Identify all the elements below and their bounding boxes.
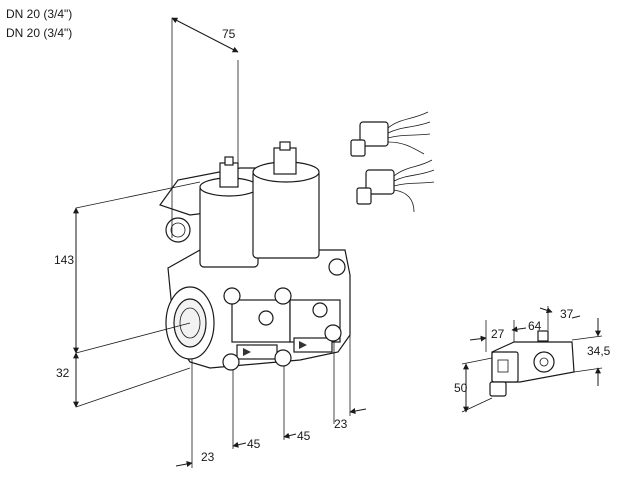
dim-27: 27: [491, 327, 505, 341]
ext-143-bottom: [75, 322, 191, 354]
dim-23-left: 23: [201, 450, 215, 464]
coil-cap-right: [273, 147, 297, 175]
header-line-1: DN 20 (3/4"): [6, 7, 73, 21]
arrow-marker-right: [299, 341, 307, 349]
dim-line-64: [511, 326, 527, 333]
rear-port-bore: [170, 222, 186, 238]
dim-line-37-b: [571, 315, 581, 319]
dim-34-5: 34,5: [587, 344, 611, 358]
dim-line-23-left: [175, 461, 193, 467]
dim-64: 64: [528, 319, 542, 333]
bolt-5: [274, 349, 292, 367]
dim-75: 75: [222, 27, 236, 41]
bolt-1: [223, 287, 241, 305]
bolt-3: [328, 258, 346, 276]
ext-34-top: [571, 335, 603, 341]
inlet-thread: [179, 307, 201, 339]
dim-45-first: 45: [247, 437, 261, 451]
ext-32-bottom: [75, 367, 191, 408]
ext-143-top: [75, 181, 201, 209]
rear-port: [165, 217, 191, 243]
connector-plug-1: [350, 111, 431, 157]
dim-line-37: [539, 307, 553, 314]
bolt-6: [324, 324, 342, 342]
dim-45-second: 45: [297, 429, 311, 443]
dim-line-27: [469, 335, 487, 342]
dim-50: 50: [454, 381, 468, 395]
valve-assembly: [159, 141, 351, 371]
ext-50-top: [461, 357, 493, 365]
coil-nut-right: [279, 141, 291, 151]
dim-23-right: 23: [334, 417, 348, 431]
dim-37: 37: [560, 307, 574, 321]
bolt-group: [222, 258, 346, 371]
connector-plug-2: [356, 159, 435, 213]
bolt-2: [274, 287, 292, 305]
coil-nut-left: [224, 156, 234, 166]
dim-32: 32: [56, 366, 70, 380]
solenoid-coil-right: [252, 169, 320, 259]
bolt-4: [222, 353, 240, 371]
coil-cap-left: [219, 162, 239, 188]
arrow-marker-left: [243, 348, 251, 356]
dim-line-23-right: [349, 408, 367, 414]
dim-143: 143: [54, 253, 74, 267]
header-line-2: DN 20 (3/4"): [6, 26, 73, 40]
bolt-7: [258, 310, 274, 326]
dim-line-75: [171, 17, 239, 53]
connector-detail: [489, 330, 575, 397]
indicator-right: [293, 337, 333, 353]
solenoid-coil-left: [199, 184, 259, 268]
dim-line-45-b: [283, 432, 297, 439]
dim-line-45-a: [232, 441, 247, 448]
bolt-8: [312, 302, 328, 318]
